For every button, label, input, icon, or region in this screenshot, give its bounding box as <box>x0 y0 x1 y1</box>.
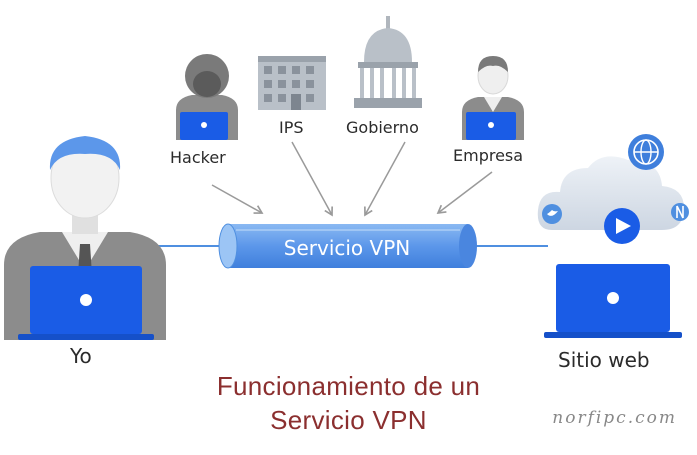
empresa-icon <box>462 56 524 140</box>
watermark: norfipc.com <box>552 408 677 428</box>
label-ips: IPS <box>279 118 304 137</box>
arrow-gobierno <box>364 141 406 217</box>
capitol-icon <box>354 16 422 108</box>
play-icon <box>604 208 640 244</box>
laptop-icon <box>544 264 682 338</box>
cloud-icon <box>537 156 684 230</box>
vpn-tunnel-label: Servicio VPN <box>283 236 411 260</box>
netflix-icon <box>671 203 689 221</box>
laptop-icon <box>18 266 154 340</box>
building-icon <box>258 56 326 110</box>
caption-line-1: Funcionamiento de un <box>216 371 481 401</box>
hacker-icon <box>176 54 238 140</box>
twitter-icon <box>542 204 562 224</box>
label-sitio-web: Sitio web <box>558 348 650 372</box>
label-yo: Yo <box>70 344 92 368</box>
label-empresa: Empresa <box>453 146 524 165</box>
vpn-tunnel <box>218 223 477 269</box>
label-gobierno: Gobierno <box>346 118 419 137</box>
arrow-ips <box>291 141 333 217</box>
label-hacker: Hacker <box>170 148 226 167</box>
arrow-hacker <box>211 184 264 214</box>
globe-icon <box>628 134 664 170</box>
arrow-empresa <box>436 171 493 215</box>
caption-line-2: Servicio VPN <box>270 405 427 435</box>
